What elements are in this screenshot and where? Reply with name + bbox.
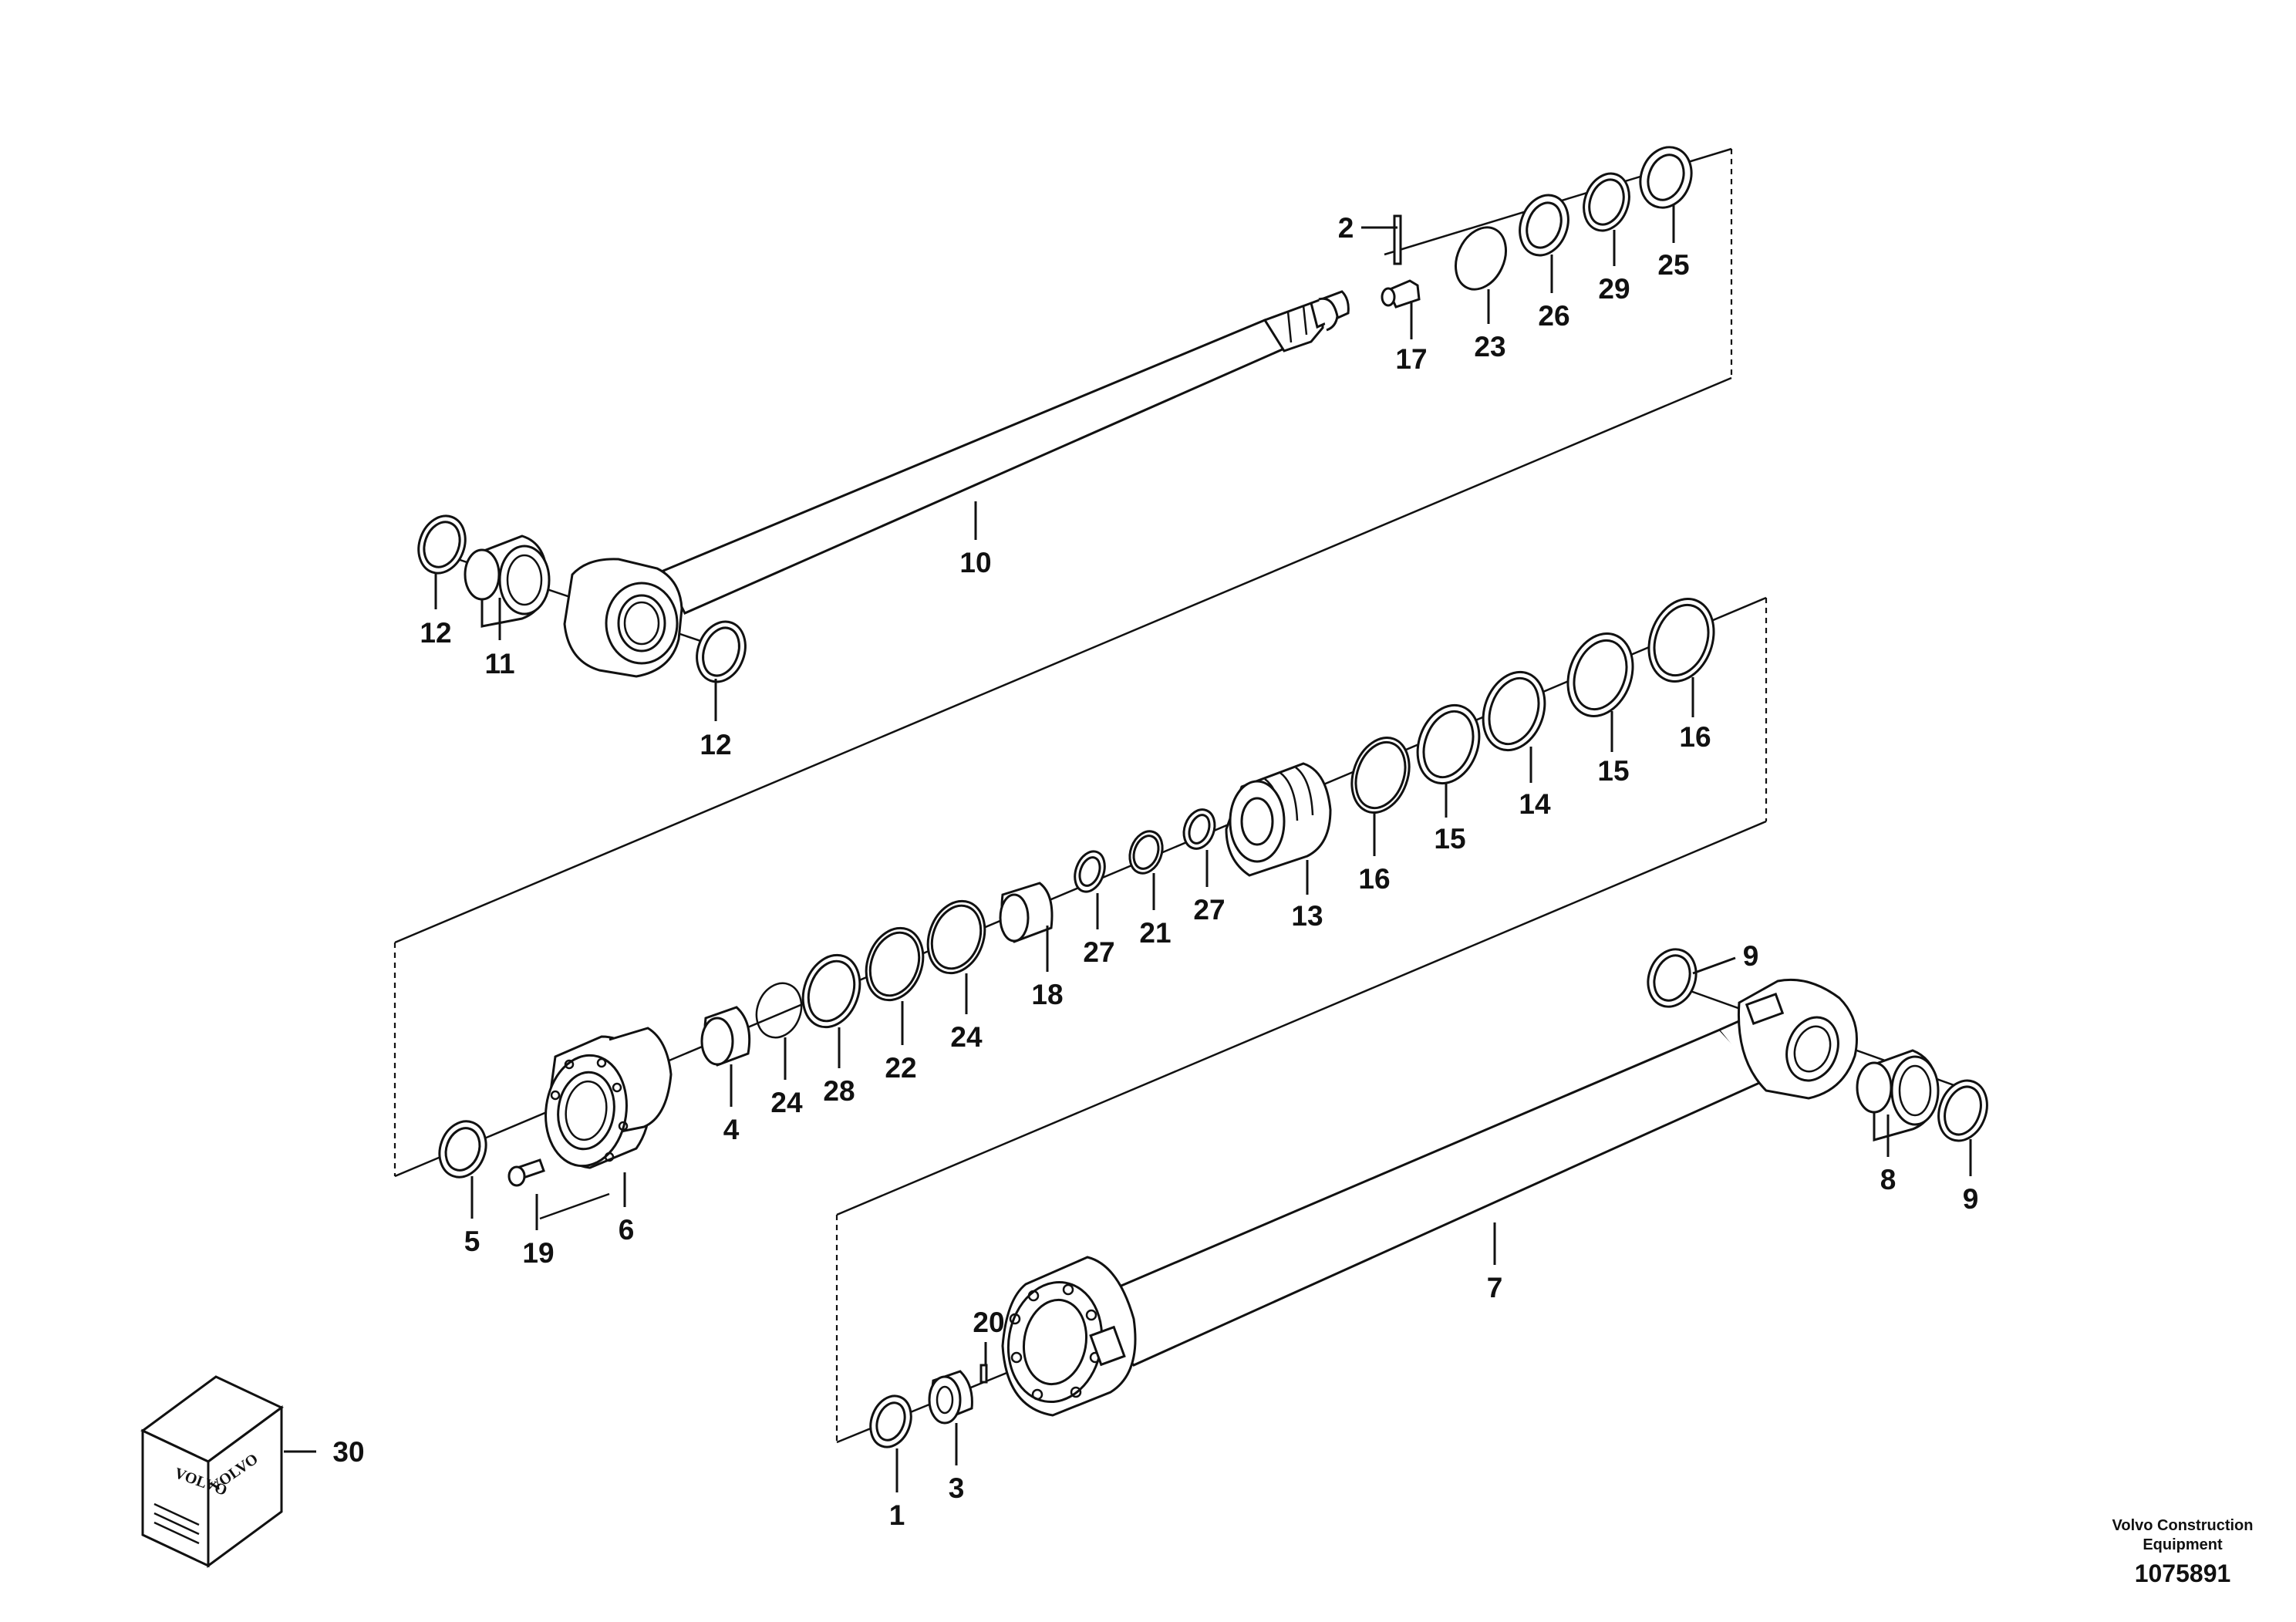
callout-11: 11 [484,648,514,679]
ring-25 [1639,146,1693,209]
callout-15-right: 15 [1597,755,1629,787]
ring-28 [801,953,861,1029]
piston-13 [1225,762,1332,877]
cylinder-head-6 [544,1027,673,1169]
ring-24 [926,899,986,975]
cylinder-barrel [1001,978,1858,1417]
brand-line-2: Equipment [2143,1536,2223,1553]
ring-5 [438,1120,487,1179]
ring-27-left [1074,850,1106,893]
callout-14: 14 [1519,788,1551,820]
brand-caption: Volvo Construction Equipment [2082,1516,2283,1555]
ring-27-right [1182,808,1216,850]
callout-12-left: 12 [420,617,451,649]
ring-29 [1583,172,1630,232]
callout-18: 18 [1031,979,1063,1010]
washer-1 [869,1394,912,1448]
callout-25: 25 [1657,249,1689,281]
bushing-4 [700,1006,751,1067]
callout-1: 1 [889,1499,905,1531]
nut-3 [928,1370,973,1425]
ring-26 [1519,194,1569,257]
bushing-18 [999,882,1054,943]
callout-17: 17 [1395,343,1427,375]
rod-eye [563,558,683,678]
callout-16-right: 16 [1679,721,1711,753]
seal-ring-12-right [696,620,747,683]
callout-10: 10 [959,547,991,578]
ring-14 [1482,670,1546,752]
ring-22 [865,926,925,1002]
callout-2: 2 [1338,212,1354,244]
screw-17 [1381,279,1421,309]
ring-21 [1128,830,1164,875]
callout-20: 20 [973,1307,1004,1338]
callout-8: 8 [1880,1164,1896,1195]
callout-26: 26 [1538,300,1569,332]
ring-16-right [1647,598,1715,683]
ring-15-left [1416,703,1481,785]
callout-3: 3 [949,1472,965,1504]
callout-24-right: 24 [950,1021,983,1053]
callout-15-left: 15 [1434,823,1465,855]
parts-kit-box: VOLVO VOLVO [140,1375,284,1568]
assembly-guide-lines [393,147,1983,1444]
bushing-8 [1856,1049,1940,1141]
ring-24-small [755,982,803,1039]
ring-16-left [1350,737,1411,814]
leader-lines [284,204,1972,1492]
callout-7: 7 [1487,1272,1503,1303]
callout-12-right: 12 [700,729,731,760]
callout-4: 4 [723,1114,740,1145]
callout-5: 5 [464,1226,480,1257]
ring-15-right [1566,632,1634,717]
callout-9-lower: 9 [1963,1183,1979,1215]
document-number: 1075891 [2134,1560,2231,1587]
bolt-19 [507,1158,545,1187]
callout-27-right: 27 [1193,894,1225,926]
lock-pin-2 [1393,214,1402,265]
seal-ring-12-left [417,514,467,575]
callout-28: 28 [823,1075,855,1107]
bushing-11 [464,534,551,628]
callout-21: 21 [1139,917,1171,949]
brand-line-1: Volvo Construction [2112,1517,2254,1534]
callout-6: 6 [619,1214,635,1246]
callout-22: 22 [885,1052,916,1084]
piston-rod [661,290,1350,615]
callout-23: 23 [1474,331,1505,363]
seal-ring-9-lower [1937,1079,1988,1142]
callout-13: 13 [1291,900,1323,932]
set-screw-20 [979,1364,988,1384]
callout-29: 29 [1598,273,1630,305]
disc-23 [1455,226,1507,291]
callout-19: 19 [522,1237,554,1269]
callout-27-left: 27 [1083,936,1114,968]
callout-30: 30 [332,1436,364,1468]
callout-16-left: 16 [1358,863,1390,895]
callout-labels: 2 17 23 26 29 25 10 12 11 12 13 16 15 14… [332,212,1978,1531]
callout-9-upper: 9 [1743,940,1759,972]
callout-24-left: 24 [770,1087,803,1118]
seal-ring-9-upper [1647,948,1698,1008]
